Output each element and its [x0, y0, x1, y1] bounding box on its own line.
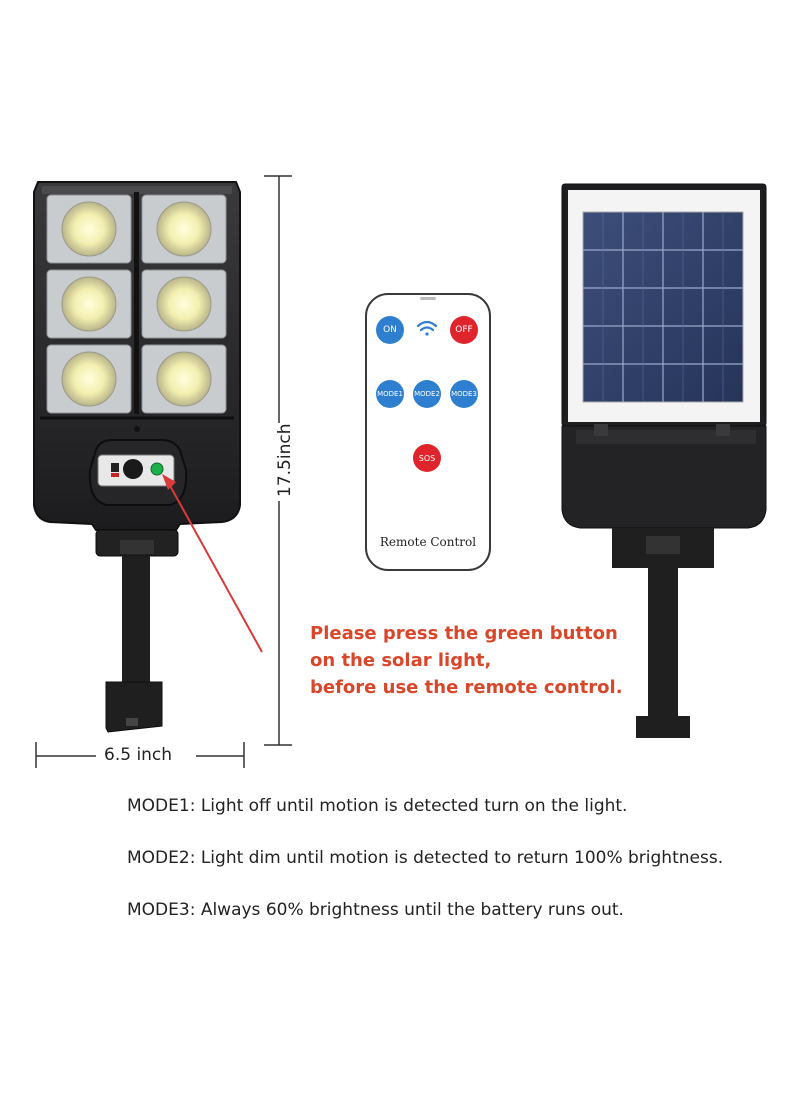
remote-title: Remote Control: [379, 535, 477, 549]
led-module-grid: [46, 194, 227, 414]
notice-line: Please press the green button: [310, 623, 618, 644]
remote-sos-button[interactable]: SOS: [413, 444, 441, 472]
solar-cell-grid: [583, 212, 743, 402]
pointer-arrow: [162, 474, 263, 653]
signal-icon: [416, 320, 438, 336]
notice-line: before use the remote control.: [310, 677, 623, 698]
mode3-description: MODE3: Always 60% brightness until the b…: [127, 900, 624, 920]
width-dimension: [35, 742, 245, 768]
width-label: 6.5 inch: [100, 745, 177, 765]
remote-control: [365, 293, 491, 571]
notice-text: Please press the green button on the sol…: [310, 620, 623, 701]
remote-mode1-button[interactable]: MODE1: [376, 380, 404, 408]
mode2-description: MODE2: Light dim until motion is detecte…: [127, 848, 724, 868]
remote-on-button[interactable]: ON: [376, 316, 404, 344]
remote-mode3-button[interactable]: MODE3: [450, 380, 478, 408]
solar-light-back: [561, 183, 767, 738]
height-label: 17.5inch: [275, 423, 295, 501]
notice-line: on the solar light,: [310, 650, 492, 671]
mode1-description: MODE1: Light off until motion is detecte…: [127, 796, 628, 816]
solar-light-front: [33, 181, 241, 733]
remote-mode2-button[interactable]: MODE2: [413, 380, 441, 408]
power-button-icon: [150, 462, 164, 476]
remote-off-button[interactable]: OFF: [450, 316, 478, 344]
